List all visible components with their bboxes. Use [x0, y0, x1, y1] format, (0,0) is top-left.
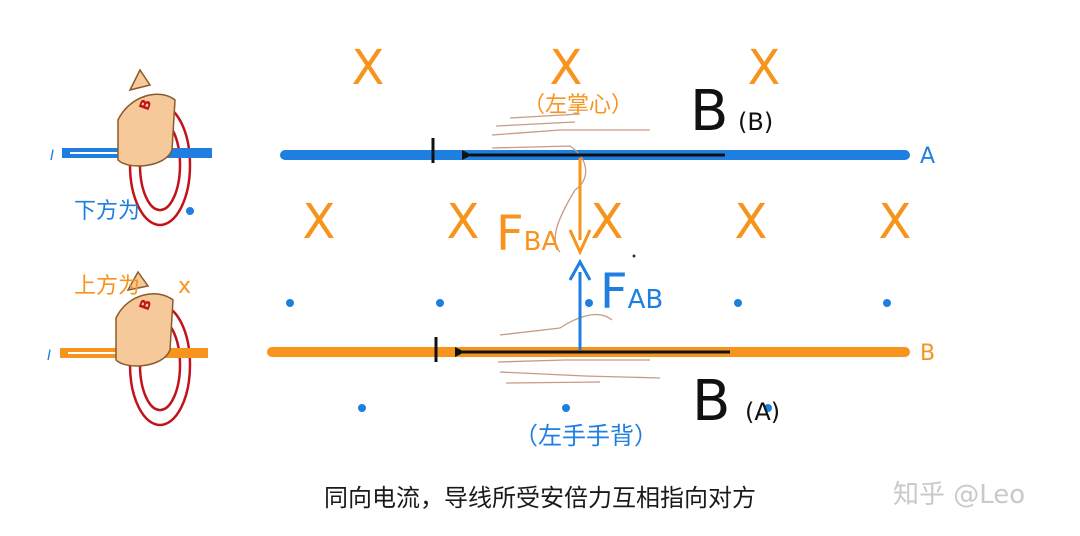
- above-is-label: 上方为: [74, 274, 140, 299]
- hand-current-label-bottom: I: [47, 348, 51, 364]
- wire-a-label: A: [920, 144, 935, 169]
- dot-symbol: [764, 404, 772, 412]
- force-ba-sub: BA: [524, 227, 560, 257]
- cross-symbol: X: [303, 194, 336, 250]
- palm-label-top: （左掌心）: [523, 93, 633, 118]
- cross-symbol: X: [447, 194, 480, 250]
- force-arrow-ab: [568, 258, 592, 350]
- below-is-label: 下方为: [74, 199, 140, 224]
- cross-row-middle: X X X X X: [303, 194, 912, 250]
- field-label-top: B: [690, 79, 728, 144]
- force-ab-sub: AB: [628, 285, 664, 315]
- dot-symbol: [436, 299, 444, 307]
- dot-symbol: [186, 207, 194, 215]
- cross-symbol: X: [735, 194, 768, 250]
- cross-symbol: X: [591, 194, 624, 250]
- dot-symbol: [734, 299, 742, 307]
- watermark: 知乎 @Leo: [893, 480, 1026, 510]
- left-hand-back-icon: [497, 313, 661, 384]
- field-label-bottom: B: [692, 369, 730, 434]
- field-source-bottom: (A): [745, 398, 780, 426]
- wire-b-label: B: [920, 341, 935, 366]
- dot-symbol: [358, 404, 366, 412]
- cross-symbol: X: [352, 40, 385, 96]
- cross-symbol: X: [879, 194, 912, 250]
- cross-symbol: X: [550, 40, 583, 96]
- dot-symbol: [632, 254, 636, 258]
- field-source-top: (B): [738, 108, 773, 136]
- dot-field-markers: [186, 207, 891, 412]
- hand-field-label-bottom: B: [137, 297, 156, 313]
- force-ba-main: F: [496, 206, 524, 262]
- hand-current-label-top: I: [50, 148, 54, 164]
- palm-label-bottom: （左手手背）: [514, 422, 658, 450]
- force-arrow-ba: [568, 158, 592, 256]
- hand-field-label-top: B: [137, 97, 156, 113]
- force-ab-label: FAB: [600, 264, 663, 320]
- force-ba-label: FBA: [496, 206, 559, 262]
- dot-symbol: [562, 404, 570, 412]
- cross-symbol: X: [748, 40, 781, 96]
- dot-symbol: [883, 299, 891, 307]
- x-mark-label: x: [178, 274, 191, 299]
- cross-row-top: X X X: [352, 40, 781, 96]
- force-ab-main: F: [600, 264, 628, 320]
- dot-symbol: [286, 299, 294, 307]
- dot-symbol: [585, 299, 593, 307]
- right-hand-grip-icon: B I B I: [47, 68, 212, 427]
- caption: 同向电流，导线所受安倍力互相指向对方: [324, 484, 756, 512]
